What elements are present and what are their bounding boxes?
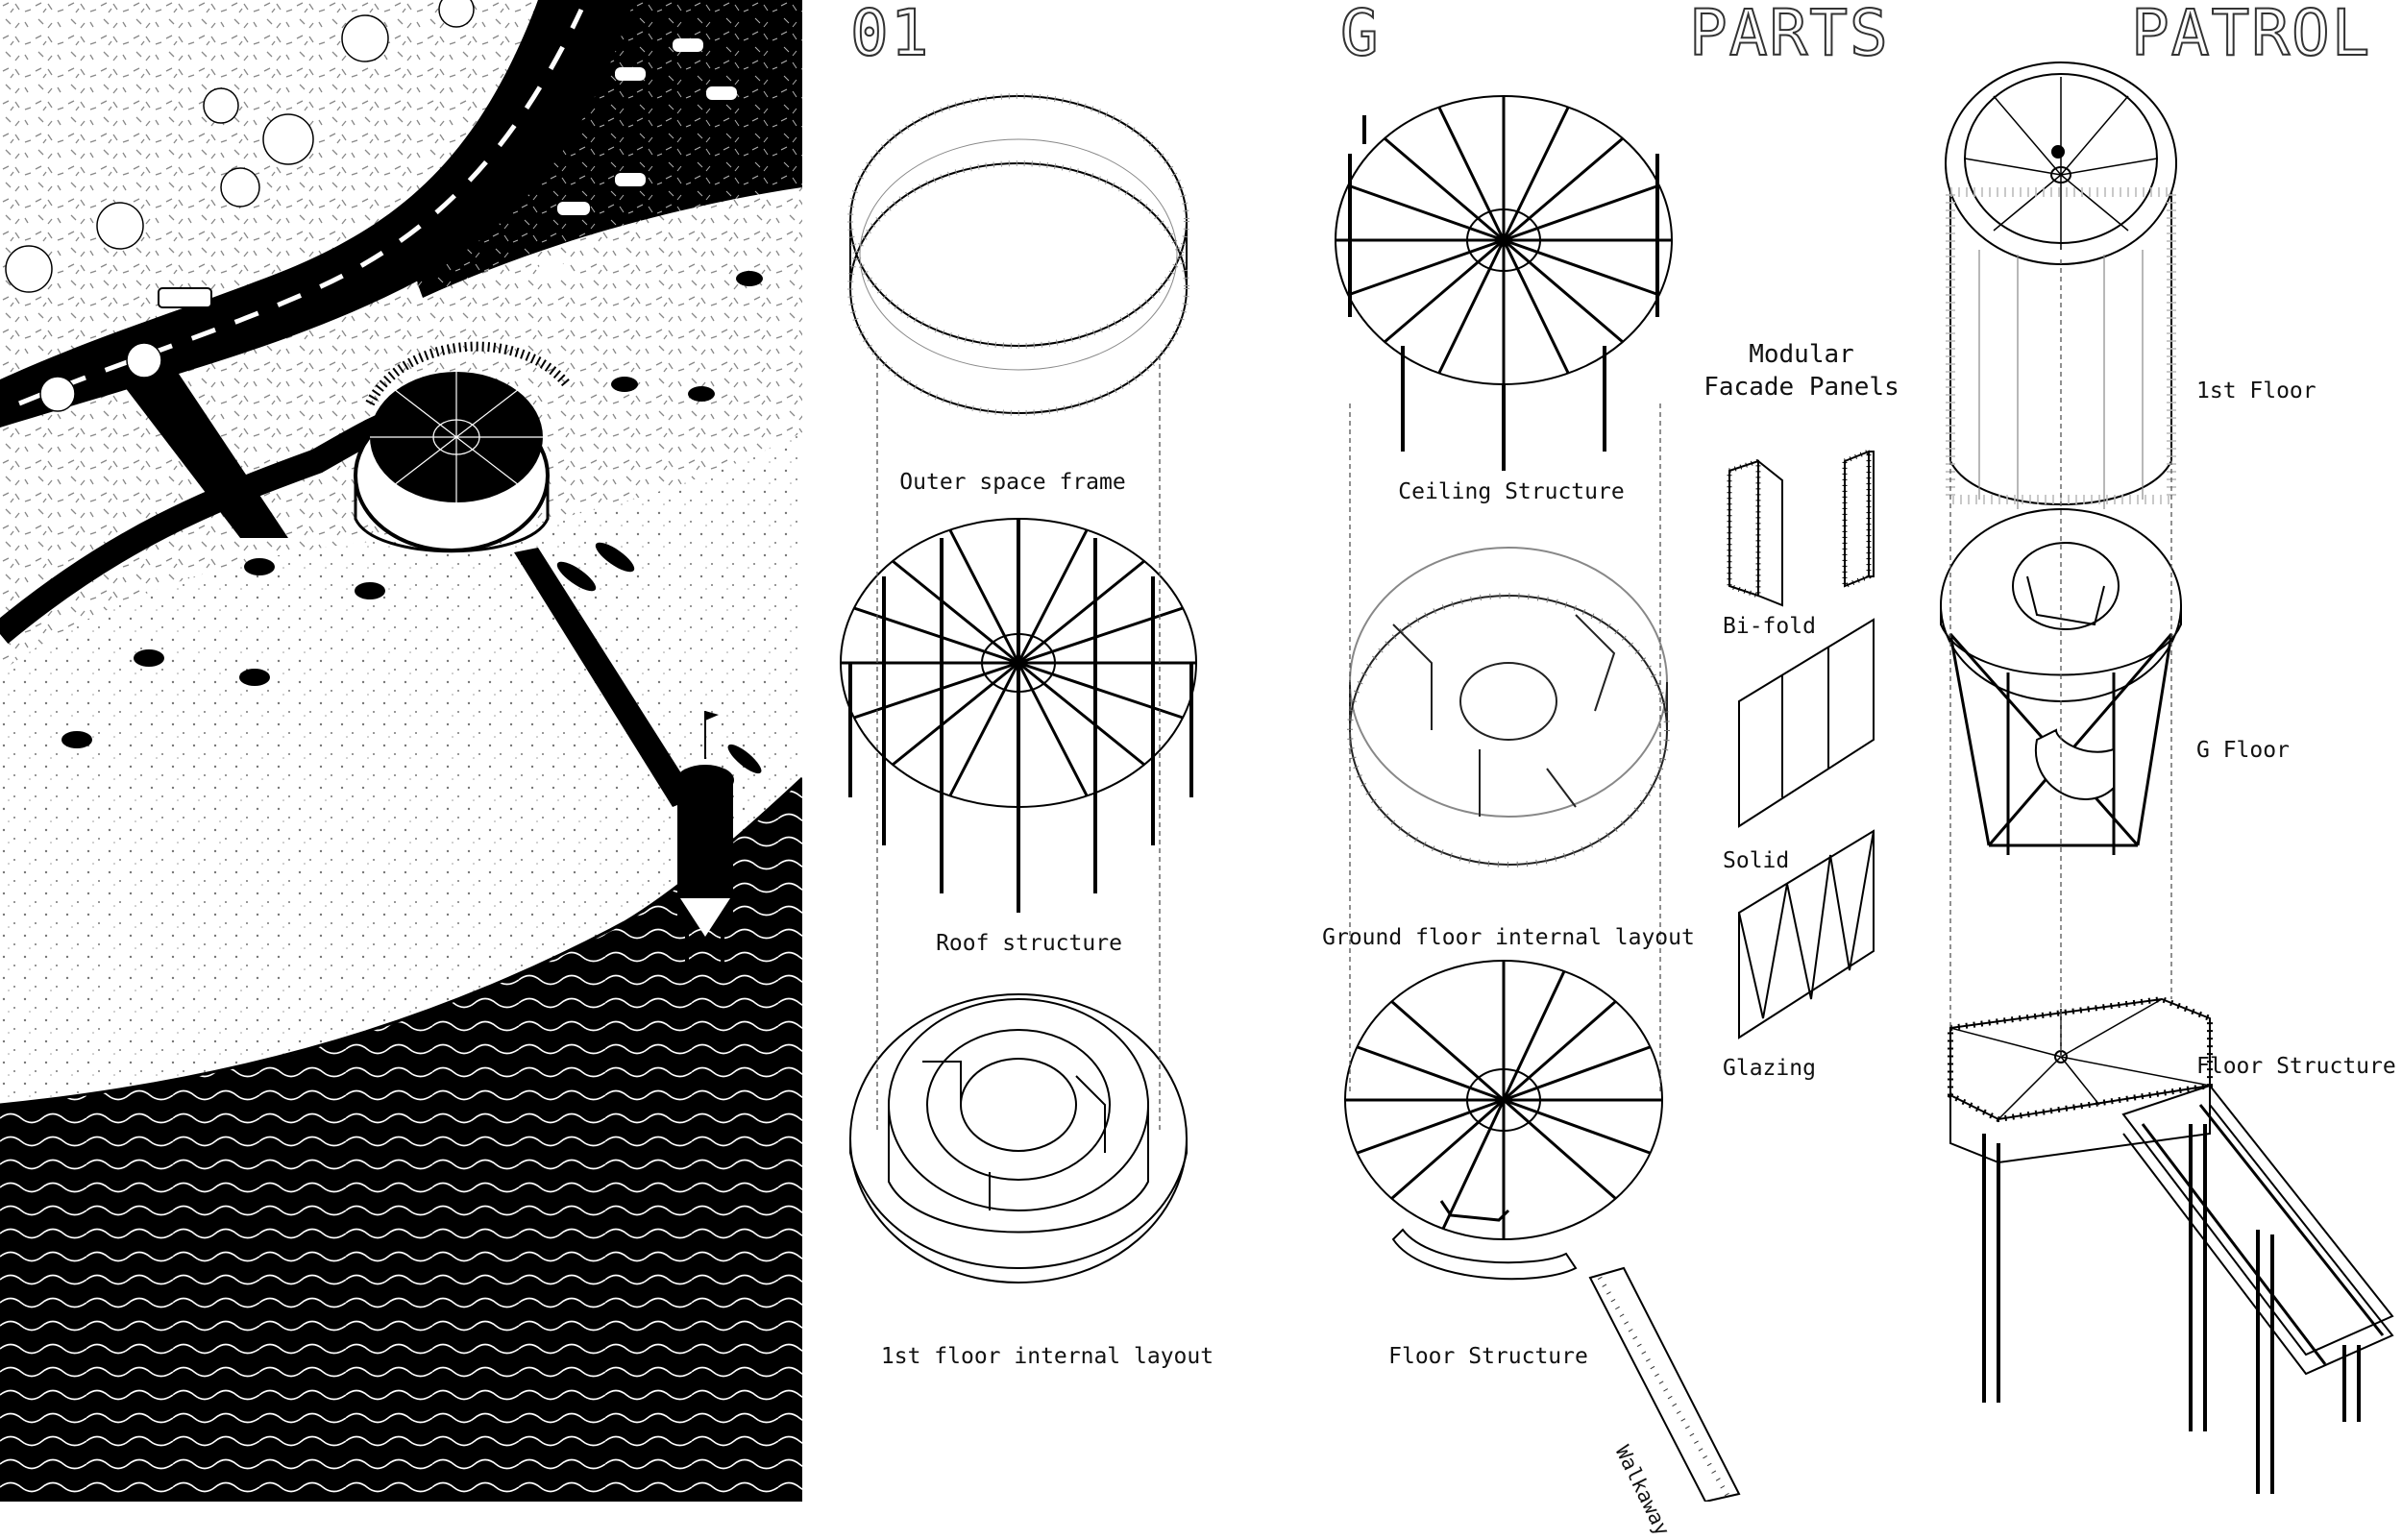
road-markings <box>18 8 584 406</box>
pavilion-plan <box>354 341 571 553</box>
label-modular-line2: Facade Panels <box>1703 373 1900 402</box>
ground-floor-layout-drawing <box>1347 547 1670 868</box>
trees <box>5 0 475 412</box>
solid-panel-drawing <box>1738 618 1875 828</box>
label-bifold: Bi-fold <box>1723 614 1816 639</box>
patrol-tower-g-floor-drawing <box>1940 508 2182 855</box>
parked-cars <box>538 38 737 278</box>
roof-structure-drawing <box>840 518 1197 913</box>
header-number: 01 <box>849 0 931 70</box>
site-plan-illustration <box>0 0 802 1502</box>
label-ceiling-structure: Ceiling Structure <box>1398 479 1625 504</box>
main-road <box>0 0 634 428</box>
label-outer-space-frame: Outer space frame <box>899 470 1126 495</box>
boats <box>556 542 762 774</box>
beach-umbrellas <box>61 271 763 748</box>
label-roof-structure: Roof structure <box>936 931 1122 956</box>
header-patrol: PATROL <box>2130 0 2372 70</box>
label-g-floor: G Floor <box>2196 738 2290 763</box>
watchtower-plan <box>676 711 734 970</box>
label-floor-structure-patrol: Floor Structure <box>2196 1054 2396 1079</box>
exploded-axonometric-drawings <box>840 61 2394 1502</box>
label-first-floor: 1st Floor <box>2196 379 2316 403</box>
header-letter: G <box>1339 0 1381 70</box>
pier <box>514 548 697 807</box>
label-solid: Solid <box>1723 848 1790 873</box>
patrol-tower-floor-structure-drawing <box>1948 995 2394 1494</box>
first-floor-layout-drawing <box>849 993 1188 1283</box>
label-glazing: Glazing <box>1723 1056 1816 1081</box>
bifold-panel-drawing <box>1727 448 1875 607</box>
outer-space-frame-drawing <box>847 93 1189 416</box>
header-parts: PARTS <box>1688 0 1890 70</box>
glazing-panel-drawing <box>1738 829 1875 1039</box>
label-ground-floor-layout: Ground floor internal layout <box>1322 925 1695 950</box>
ceiling-structure-drawing <box>1335 95 1673 471</box>
label-first-floor-layout: 1st floor internal layout <box>880 1344 1214 1369</box>
label-floor-structure-g: Floor Structure <box>1388 1344 1588 1369</box>
walkway-drawing <box>1588 1266 1741 1502</box>
floor-structure-g-drawing <box>1344 960 1741 1502</box>
label-modular-line1: Modular <box>1749 340 1854 369</box>
